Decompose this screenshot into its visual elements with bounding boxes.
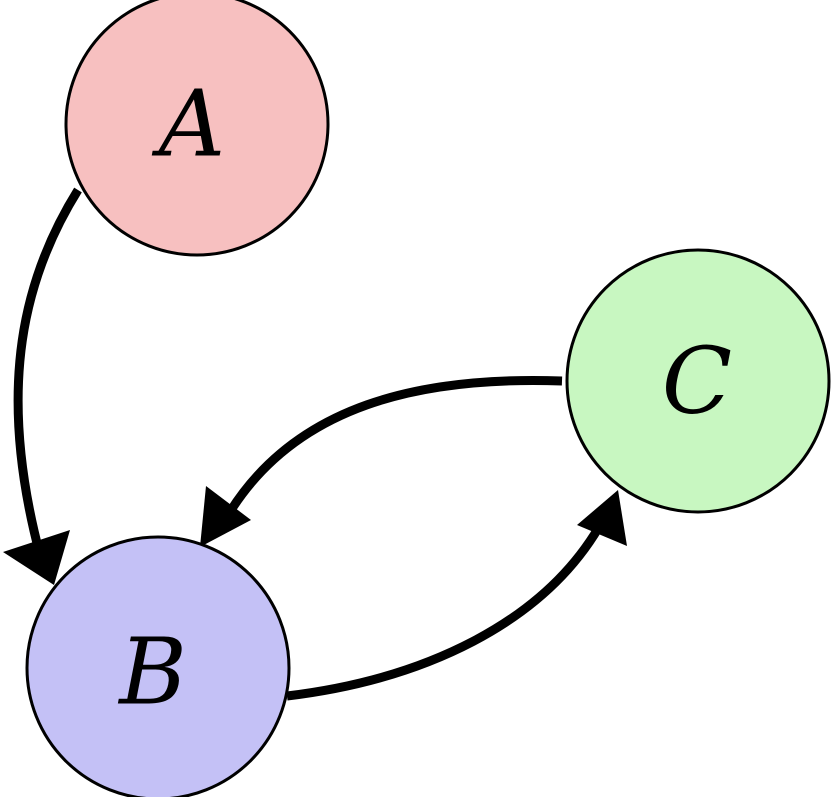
node-a-label: A: [151, 71, 225, 178]
edge-b-to-c: [286, 490, 627, 701]
node-b-label: B: [117, 619, 187, 726]
node-c: C: [565, 248, 831, 514]
edge-b-to-c-arrowhead: [577, 490, 627, 546]
edge-b-to-c-line: [286, 517, 607, 701]
edge-a-to-b: [3, 187, 82, 585]
edge-a-to-b-arrowhead: [3, 530, 70, 585]
edge-c-to-b-arrowhead: [200, 486, 251, 547]
edge-c-to-b-line: [224, 376, 563, 518]
node-b-circle: [25, 535, 291, 797]
node-a-circle: [64, 0, 330, 257]
edge-c-to-b: [200, 376, 563, 547]
node-b: B: [25, 535, 291, 797]
node-c-circle: [565, 248, 831, 514]
edge-a-to-b-line: [13, 187, 82, 557]
node-a: A: [64, 0, 330, 257]
node-c-label: C: [662, 328, 732, 435]
